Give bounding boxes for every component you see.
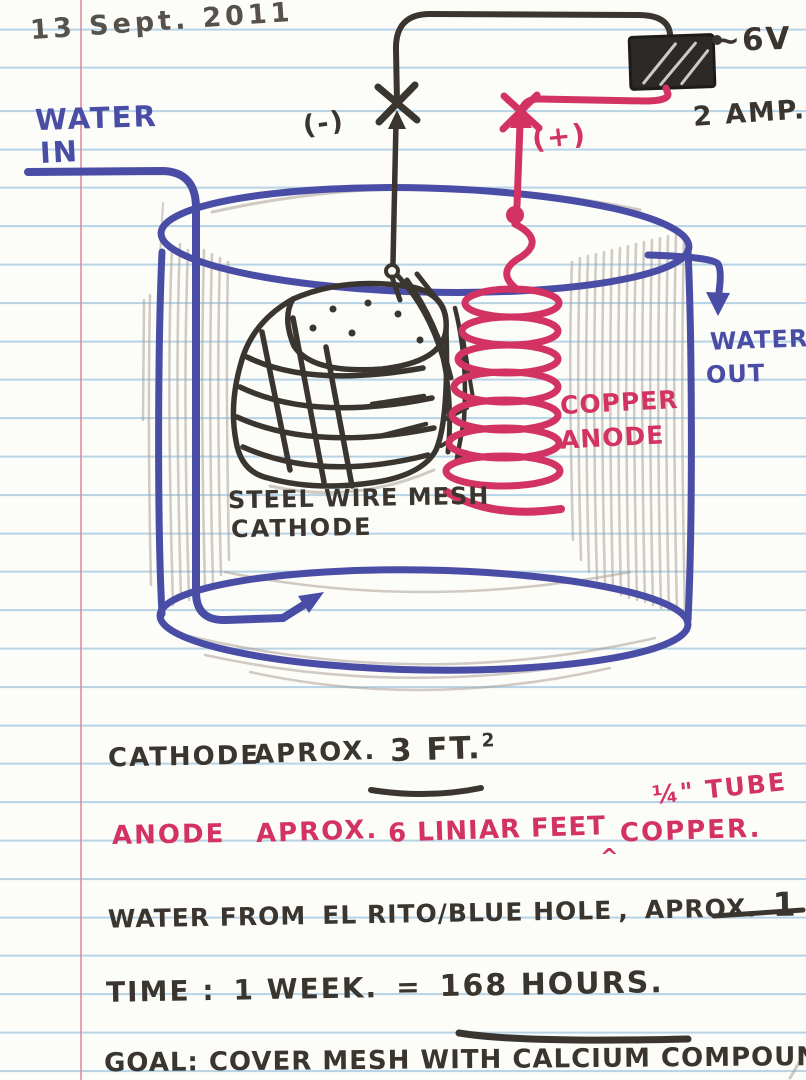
water-spec-line: WATER FROM EL RITO/BLUE HOLE , APROX. 1 … bbox=[107, 884, 806, 962]
steel-wire-mesh-cathode bbox=[230, 280, 450, 489]
cathode-label-line1: STEEL WIRE MESH bbox=[227, 481, 490, 515]
copper-anode-coil bbox=[442, 285, 565, 516]
water-in-label-line2: IN bbox=[39, 134, 80, 170]
water-in-label-line1: WATER bbox=[34, 98, 159, 138]
time-spec-lead: TIME : bbox=[105, 973, 216, 1009]
cathode-value-underline bbox=[368, 785, 484, 798]
cathode-spec-exponent: 2 bbox=[481, 730, 497, 752]
copper-anode-label-line1: COPPER bbox=[559, 384, 680, 421]
anode-s-curve bbox=[503, 220, 536, 294]
voltage-label: ~6V bbox=[713, 20, 793, 60]
coil-tail bbox=[443, 488, 565, 516]
negative-junction-x bbox=[374, 81, 421, 126]
margin-line bbox=[80, 0, 82, 1080]
positive-terminal-label: (+) bbox=[530, 117, 589, 156]
copper-anode-label-line2: ANODE bbox=[559, 420, 666, 455]
cathode-hanger-wire bbox=[390, 119, 399, 266]
water-out-label-line1: WATER bbox=[709, 324, 806, 356]
water-out-arrow bbox=[706, 292, 730, 316]
water-rate-value: 1 bbox=[772, 884, 798, 925]
positive-wire-arrow bbox=[510, 107, 532, 128]
water-spec-qualifier: APROX. bbox=[644, 893, 758, 925]
water-in-tube bbox=[24, 167, 287, 624]
water-spec-lead: WATER FROM bbox=[107, 901, 307, 934]
hours-underline bbox=[455, 1029, 692, 1044]
water-in-arrow bbox=[298, 592, 324, 613]
negative-terminal-label: (-) bbox=[300, 105, 347, 142]
positive-wire-top bbox=[517, 84, 672, 117]
cathode-label-line2: CATHODE bbox=[230, 512, 373, 544]
container-right-wall bbox=[684, 246, 695, 624]
water-spec-comma: , bbox=[617, 895, 629, 925]
pencil-shading bbox=[141, 186, 806, 1080]
goal-line: GOAL: COVER MESH WITH CALCIUM COMPOUND. bbox=[103, 1041, 806, 1079]
cathode-spec-value: 3 FT.2 bbox=[389, 729, 497, 770]
anode-insert-caret: ^ bbox=[600, 845, 621, 870]
water-spec-source: EL RITO/BLUE HOLE bbox=[321, 895, 613, 930]
water-container bbox=[24, 167, 730, 674]
time-spec-converted: 168 HOURS. bbox=[439, 965, 665, 1005]
rate-fraction-bar bbox=[711, 907, 806, 919]
anode-hanger-wire bbox=[513, 120, 524, 210]
time-spec-duration: 1 WEEK. bbox=[233, 971, 379, 1007]
anode-spec-item: ANODE bbox=[111, 819, 226, 851]
anode-spec-material: COPPER. bbox=[619, 813, 762, 849]
time-spec-equals: = bbox=[395, 970, 422, 1004]
power-supply-box bbox=[627, 33, 717, 91]
water-out-label-line2: OUT bbox=[705, 358, 766, 390]
negative-wire-top bbox=[392, 11, 673, 105]
power-terminal-dot bbox=[712, 35, 722, 45]
anode-spec-qualifier: APROX. bbox=[255, 814, 379, 850]
cathode-spec-item: CATHODE bbox=[107, 740, 261, 774]
container-bottom bbox=[156, 566, 692, 674]
anode-circuit bbox=[442, 84, 672, 516]
cathode-spec-qualifier: APROX. bbox=[253, 735, 377, 771]
container-left-wall bbox=[155, 248, 166, 618]
water-out-tube bbox=[644, 251, 724, 296]
anode-knot bbox=[506, 206, 524, 224]
